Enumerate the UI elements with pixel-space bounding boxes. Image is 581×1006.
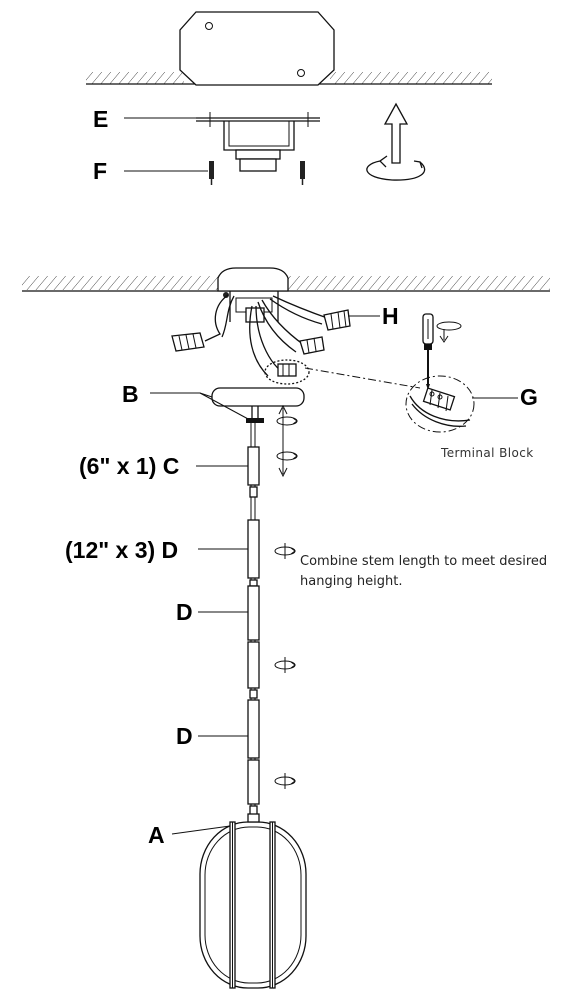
- terminal-block-detail: [405, 375, 475, 433]
- rotate-up-arrow-icon: [366, 102, 426, 181]
- rotate-icons: [274, 543, 296, 789]
- label-c: (6" x 1) C: [79, 453, 179, 479]
- wire-nut-middle: [299, 336, 325, 355]
- screwdriver-icon: [422, 313, 462, 390]
- stem-d-3: [247, 699, 260, 759]
- junction-box: [217, 267, 289, 292]
- label-d-first: (12" x 3) D: [65, 537, 178, 563]
- leader-a: [171, 825, 231, 835]
- terminal-block-caption: Terminal Block: [440, 446, 534, 460]
- stem-d-2b: [247, 641, 260, 689]
- ceiling-junction-box: [179, 11, 335, 86]
- detail-leader: [304, 367, 421, 389]
- label-b: B: [122, 381, 139, 407]
- ceiling-hatch-left-2: [22, 276, 218, 290]
- ceiling-hatch-right-2: [288, 276, 550, 290]
- label-f: F: [93, 158, 107, 184]
- stem-d-2: [247, 585, 260, 641]
- wire-nut-right: [323, 309, 351, 331]
- rotate-arrows-canopy-icon: [276, 404, 298, 478]
- oval-glass-shade: [199, 813, 307, 989]
- label-d-third: D: [176, 723, 193, 749]
- stem-c: [247, 446, 260, 486]
- canopy: [211, 387, 305, 423]
- stem-note-line2: hanging height.: [300, 574, 403, 589]
- mounting-screws: [209, 161, 305, 185]
- ceiling-hatch-right: [330, 72, 492, 84]
- label-h: H: [382, 303, 399, 329]
- wires: [204, 294, 331, 377]
- label-e: E: [93, 106, 108, 132]
- wire-nut-left: [171, 332, 205, 352]
- label-d-second: D: [176, 599, 193, 625]
- top-detail: E F: [86, 11, 492, 185]
- ceiling-hatch-left: [86, 72, 184, 84]
- stem-column: [247, 423, 260, 823]
- mounting-crossbar: [196, 112, 320, 172]
- stem-d-1: [247, 519, 260, 579]
- stem-note-line1: Combine stem length to meet desired: [300, 554, 547, 569]
- label-a: A: [148, 822, 165, 848]
- main-assembly: H B: [22, 267, 550, 989]
- terminal-block-small: [264, 359, 310, 385]
- stem-d-3b: [247, 759, 260, 805]
- label-g: G: [520, 384, 538, 410]
